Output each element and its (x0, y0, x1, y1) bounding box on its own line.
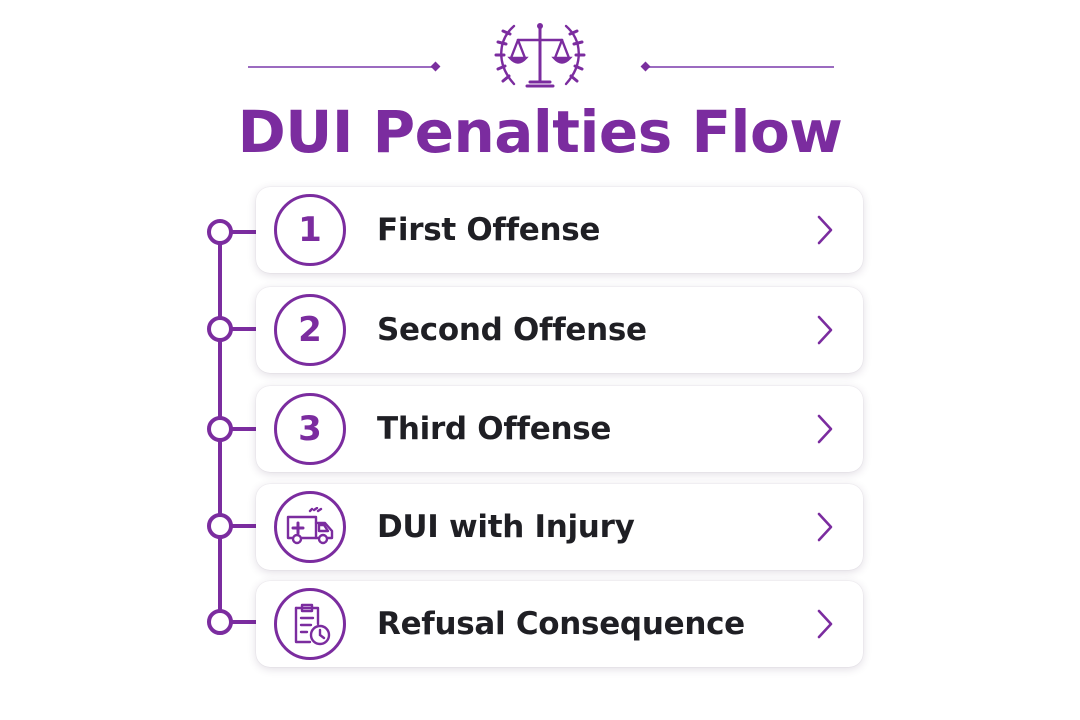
header-divider-right-diamond (640, 61, 651, 72)
timeline-node (207, 609, 233, 635)
step-number-badge: 2 (274, 294, 346, 366)
timeline-node (207, 513, 233, 539)
page-title: DUI Penalties Flow (237, 98, 843, 166)
timeline-connector (231, 620, 257, 624)
timeline-node (207, 416, 233, 442)
header-divider-left-diamond (430, 61, 441, 72)
step-number-badge: 3 (274, 393, 346, 465)
timeline-connector (231, 230, 257, 234)
timeline-node (207, 316, 233, 342)
step-first-offense[interactable]: 1 First Offense (256, 187, 863, 273)
timeline-node (207, 219, 233, 245)
chevron-right-icon[interactable] (813, 509, 837, 545)
step-number: 1 (298, 210, 322, 250)
step-label: Third Offense (377, 411, 612, 447)
timeline-connector (231, 427, 257, 431)
step-number: 2 (298, 310, 322, 350)
chevron-right-icon[interactable] (813, 212, 837, 248)
ambulance-icon (286, 507, 334, 545)
step-label: Second Offense (377, 312, 647, 348)
step-label: Refusal Consequence (377, 606, 745, 642)
chevron-right-icon[interactable] (813, 411, 837, 447)
step-label: DUI with Injury (377, 509, 635, 545)
clipboard-clock-badge (274, 588, 346, 660)
step-second-offense[interactable]: 2 Second Offense (256, 287, 863, 373)
timeline-connector (231, 524, 257, 528)
ambulance-badge (274, 491, 346, 563)
header-divider-right (648, 66, 834, 68)
scales-of-justice-icon (494, 23, 586, 88)
step-label: First Offense (377, 212, 601, 248)
step-number-badge: 1 (274, 194, 346, 266)
header-divider-left (248, 66, 434, 68)
step-number: 3 (298, 409, 322, 449)
step-refusal-consequence[interactable]: Refusal Consequence (256, 581, 863, 667)
step-dui-with-injury[interactable]: DUI with Injury (256, 484, 863, 570)
chevron-right-icon[interactable] (813, 606, 837, 642)
timeline-connector (231, 327, 257, 331)
clipboard-clock-icon (294, 603, 331, 646)
step-third-offense[interactable]: 3 Third Offense (256, 386, 863, 472)
chevron-right-icon[interactable] (813, 312, 837, 348)
